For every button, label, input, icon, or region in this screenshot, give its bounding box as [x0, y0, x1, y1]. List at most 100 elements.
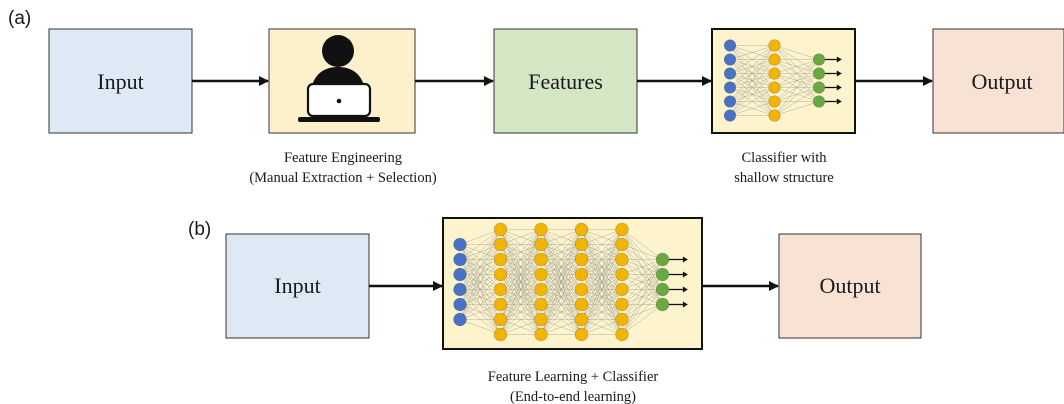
network-neuron	[493, 252, 508, 267]
network-neuron	[534, 312, 548, 327]
network-neuron	[615, 297, 629, 312]
panel-label-a: (a)	[8, 8, 31, 29]
network-connection	[500, 274, 542, 335]
network-connection	[581, 229, 623, 275]
network-connection	[540, 229, 582, 320]
network-neuron	[812, 53, 826, 66]
network-connection	[540, 244, 582, 335]
network-neuron	[768, 67, 781, 80]
network-neuron	[768, 81, 781, 94]
network-neuron	[453, 237, 467, 252]
caption-classifier-line2: shallow structure	[734, 170, 833, 186]
node-a-features: Features	[493, 28, 638, 134]
network-connection	[540, 229, 582, 275]
network-connection	[581, 244, 623, 335]
person-at-laptop-icon	[298, 35, 380, 122]
network-connection	[500, 304, 542, 335]
network-connection	[500, 229, 542, 260]
network-connection	[459, 304, 501, 320]
network-connection	[581, 229, 623, 290]
network-connection	[729, 87, 775, 116]
node-a-classifier	[711, 28, 856, 134]
network-neuron	[574, 222, 589, 237]
caption-network-line1: Feature Learning + Classifier	[488, 369, 659, 385]
network-connection	[540, 304, 582, 335]
network-connection	[500, 229, 542, 290]
network-connection	[621, 259, 663, 305]
output-label: Output	[971, 69, 1032, 94]
network-neuron	[534, 237, 548, 252]
output-box	[932, 28, 1064, 134]
caption-network-line2: (End-to-end learning)	[510, 389, 636, 404]
network-neuron	[574, 312, 589, 327]
network-neuron	[768, 39, 781, 52]
network-neuron	[655, 282, 670, 297]
network-neuron	[723, 39, 737, 52]
panel-label-b: (b)	[188, 219, 211, 240]
network-connection	[774, 59, 820, 74]
network-connection	[581, 229, 623, 305]
network-connection	[729, 45, 775, 116]
network-connection	[459, 274, 501, 320]
network-neuron	[574, 297, 589, 312]
network-neuron	[812, 95, 826, 108]
network-connection	[500, 229, 542, 320]
network-connection	[774, 87, 820, 116]
network-connection	[774, 101, 820, 116]
network-neuron	[574, 267, 589, 282]
output-arrowhead	[682, 301, 688, 308]
network-neuron	[453, 297, 467, 312]
network-connection	[500, 229, 542, 275]
network-connection	[459, 229, 501, 245]
network-connection	[621, 229, 663, 260]
network-connection	[540, 229, 582, 245]
network-connection	[500, 319, 542, 335]
network-neuron	[615, 312, 629, 327]
network-connection	[729, 45, 775, 88]
network-connection	[459, 229, 501, 275]
network-connection	[581, 304, 623, 335]
network-connection	[540, 229, 582, 290]
output-arrowhead	[836, 98, 842, 105]
network-neuron	[812, 67, 826, 80]
network-connection	[774, 59, 820, 116]
node-b-output: Output	[778, 233, 922, 339]
network-connection	[774, 59, 820, 102]
network-neuron	[574, 237, 589, 252]
network-connection	[729, 45, 775, 74]
network-neuron	[493, 282, 508, 297]
network-connection	[729, 73, 775, 116]
network-connection	[621, 244, 663, 260]
network-neuron	[812, 81, 826, 94]
network-connection	[500, 229, 542, 305]
network-connection	[581, 229, 623, 320]
network-neuron	[534, 222, 548, 237]
network-connection	[459, 289, 501, 320]
network-connection	[500, 229, 542, 335]
network-neuron	[453, 252, 467, 267]
network-connection	[581, 229, 623, 260]
network-connection	[621, 274, 663, 335]
network-connection	[581, 289, 623, 335]
network-connection	[459, 259, 501, 320]
network-neuron	[615, 267, 629, 282]
network-neuron	[493, 267, 508, 282]
network-connection	[540, 289, 582, 335]
deep-neural-network-icon	[453, 222, 688, 342]
network-connection	[500, 244, 542, 335]
output-arrowhead	[682, 271, 688, 278]
output-arrowhead	[836, 70, 842, 77]
caption-feature-engineering-line2: (Manual Extraction + Selection)	[249, 170, 437, 186]
network-neuron	[493, 312, 508, 327]
network-neuron	[723, 67, 737, 80]
network-neuron	[615, 237, 629, 252]
network-connection	[540, 319, 582, 335]
network-neuron	[655, 297, 670, 312]
network-neuron	[723, 109, 737, 122]
network-connection	[621, 259, 663, 275]
features-label: Features	[528, 69, 603, 94]
caption-classifier-line1: Classifier with	[742, 150, 828, 166]
output-label: Output	[819, 273, 880, 298]
network-connection	[621, 304, 663, 335]
